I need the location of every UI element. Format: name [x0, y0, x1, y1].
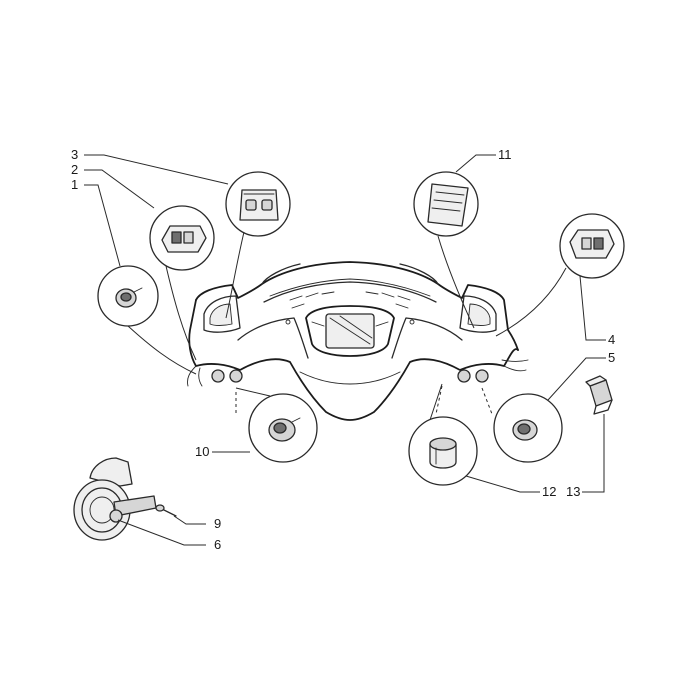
detail-bubble-part-11: [413, 171, 479, 237]
callout-9: 9: [214, 516, 222, 531]
horn: [73, 457, 157, 541]
detail-bubble-part-3: [225, 171, 291, 237]
callout-12: 12: [542, 484, 557, 499]
detail-bubble-part-10: [248, 393, 318, 463]
horn-screw: [155, 504, 177, 517]
dashboard-cover: [187, 261, 529, 421]
callout-6: 6: [214, 537, 222, 552]
callout-2: 2: [71, 162, 79, 177]
detail-bubble-part-2: [149, 205, 215, 271]
callout-13: 13: [566, 484, 581, 499]
callout-1: 1: [71, 177, 79, 192]
callout-3: 3: [71, 147, 79, 162]
detail-bubble-part-4: [559, 213, 625, 279]
detail-bubble-part-12: [408, 416, 478, 486]
relay-unit: [585, 375, 613, 415]
detail-bubble-part-1: [97, 265, 159, 327]
detail-bubble-part-5: [493, 393, 563, 463]
callout-5: 5: [608, 350, 616, 365]
callout-4: 4: [608, 332, 616, 347]
leader-lines: [84, 154, 606, 546]
callout-11: 11: [498, 147, 512, 162]
callout-10: 10: [195, 444, 210, 459]
